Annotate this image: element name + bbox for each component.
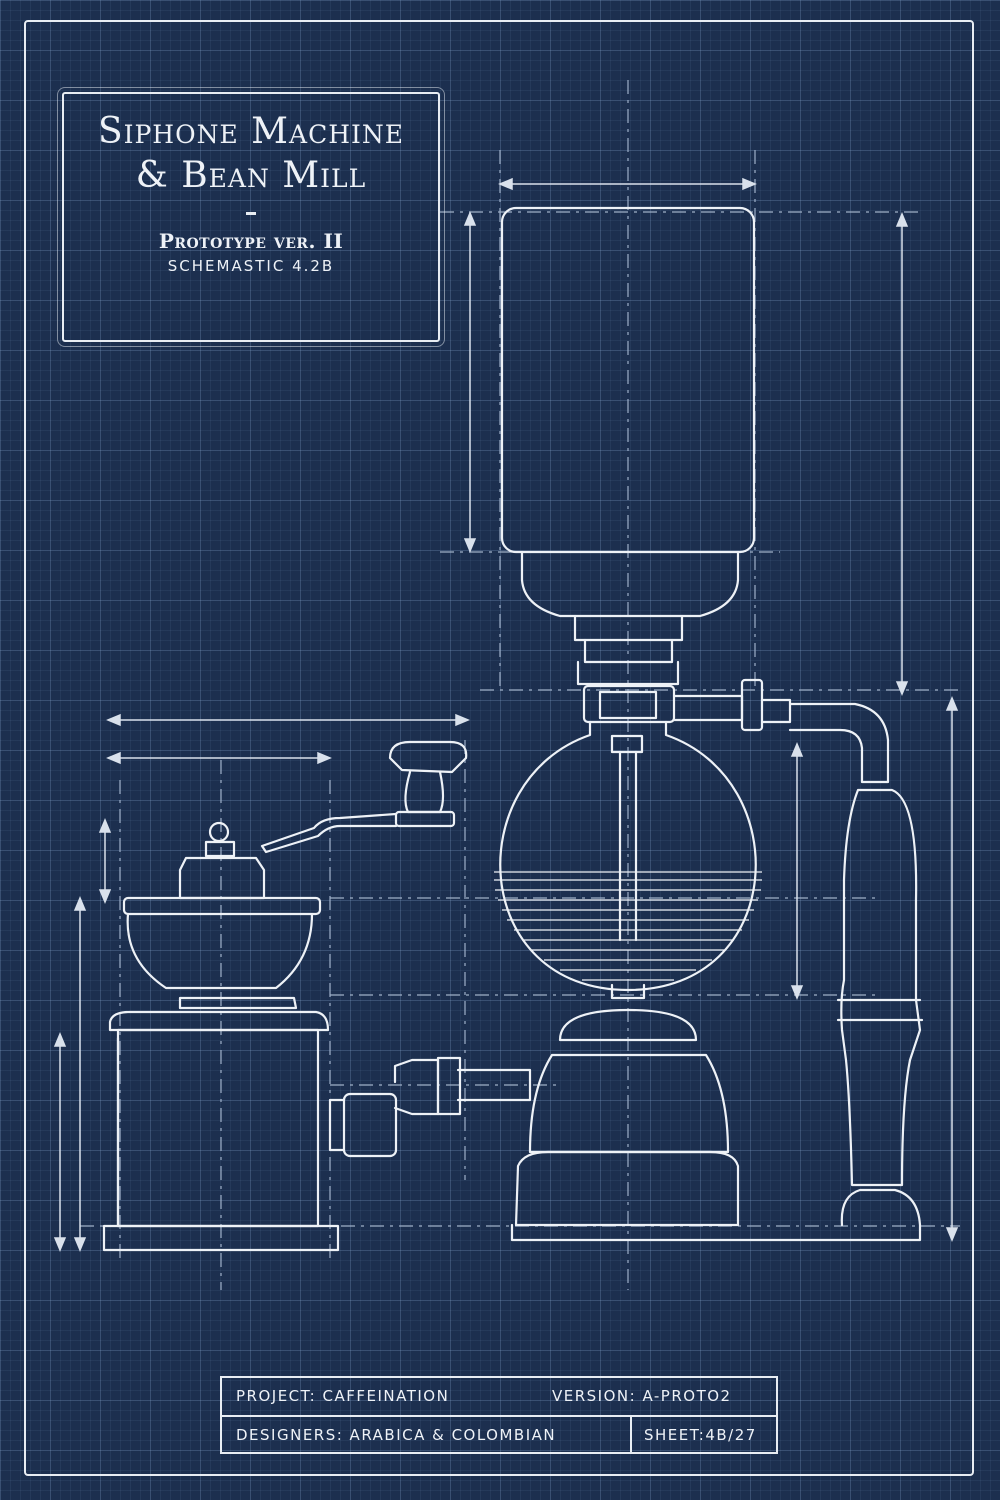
lower-bulb [499,720,757,992]
valve-handle [342,1092,398,1158]
bulb-bottom-cap [610,983,646,1000]
project-cell: PROJECT: CAFFEINATION [236,1387,450,1405]
dimension-lines [53,177,959,1252]
sheet-border [24,20,974,1476]
dim-arrow [455,713,470,727]
machine-base-plate [510,1188,922,1242]
bean-mill [102,740,468,1252]
schematic-number: SCHEMASTIC 4.2B [167,257,335,275]
neck-clamp [582,684,676,724]
upper-chamber [500,206,756,554]
mill-top-housing [178,856,266,900]
mill-base [102,1224,340,1252]
stem-joint [583,638,674,664]
mill-bowl [126,912,314,990]
clamp-knob [740,678,764,732]
crank-knob-grip [404,770,445,814]
dim-arrow [895,212,909,227]
burner-base [514,1150,740,1227]
dim-arrow [98,889,112,904]
title-block: Siphone Machine & Bean Mill Prototype ve… [57,87,445,347]
neck-inner [598,690,658,720]
stand-column [840,788,922,1187]
dim-arrow [73,896,87,911]
mill-rim [122,896,322,916]
chamber-funnel [520,550,740,618]
burner-bowl [528,1053,730,1154]
dim-arrow [498,177,513,191]
mill-drawer-body [116,1028,320,1228]
dim-arrow [98,818,112,833]
dim-arrow [53,1237,67,1252]
dim-arrow [73,1237,87,1252]
dim-arrow [742,177,757,191]
valve-body [393,1058,440,1116]
info-table: PROJECT: CAFFEINATION VERSION: A-PROTO2 … [220,1376,778,1454]
crank-knob-base [394,810,456,828]
dim-arrow [317,751,332,765]
stand-arm-curve [788,702,890,784]
dim-arrow [106,751,121,765]
drawing-title-line-2: & Bean Mill [135,155,367,196]
valve-tip [328,1098,346,1152]
dim-arrow [790,742,804,757]
crank-arm [260,812,398,854]
valve-flange [436,1056,462,1116]
designers-cell: DESIGNERS: ARABICA & COLOMBIAN [222,1415,630,1452]
dim-arrow [463,538,477,553]
title-divider [246,212,256,215]
dim-arrow [790,985,804,1000]
valve-pipe [456,1068,532,1102]
burner-cap [558,1008,698,1042]
dim-arrow [945,696,959,711]
dim-arrow [895,681,909,696]
water-level-lines [494,871,762,981]
bowl-base [178,996,298,1010]
dim-arrow [945,1227,959,1242]
funnel-collar [573,614,684,642]
mill-top-plate [108,1010,330,1032]
stand-bracket [760,698,792,724]
dim-arrow [106,713,121,727]
stem-ring [576,660,680,686]
sheet-cell: SHEET:4B/27 [630,1415,776,1452]
drawing-subtitle: Prototype ver. II [158,229,344,253]
crank-collar [204,840,236,858]
siphon-tube-top [610,734,644,754]
dim-arrow [53,1032,67,1047]
drawing-title-line-1: Siphone Machine [97,111,405,152]
version-cell: VERSION: A-PROTO2 [552,1387,732,1405]
crank-cap [208,821,230,843]
crank-knob-top [388,740,468,774]
dim-arrow [463,211,477,226]
clamp-arm [672,694,744,722]
siphon-machine [328,206,924,1242]
